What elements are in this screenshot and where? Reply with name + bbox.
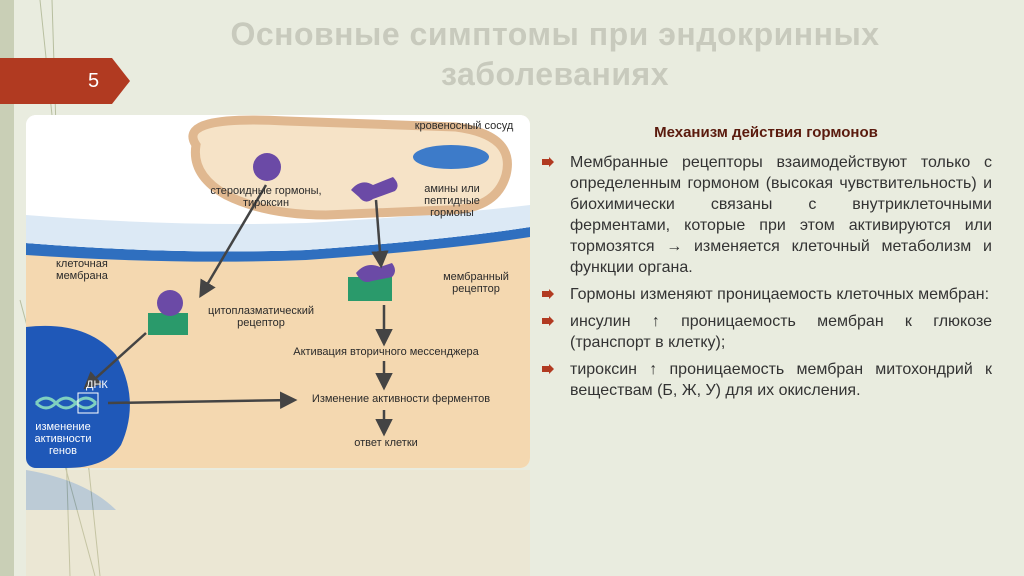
label-steroid-hormones: стероидные гормоны, тироксин (210, 185, 322, 209)
bullet-list: Мембранные рецепторы взаимодействуют тол… (542, 152, 992, 407)
bullet-text: Гормоны изменяют проницаемость клеточных… (570, 286, 990, 303)
bullet-text: тироксин ↑ проницаемость мембран митохон… (570, 361, 992, 399)
arrow-bullet-icon (542, 316, 554, 326)
label-blood-vessel: кровеносный сосуд (414, 120, 514, 132)
label-membrane-receptor: мембранный рецептор (443, 271, 509, 295)
arrow-bullet-icon (542, 289, 554, 299)
bullet-item: инсулин ↑ проницаемость мембран к глюкоз… (542, 311, 992, 353)
steroid-hormone-shape (253, 153, 281, 181)
bullet-text: инсулин ↑ проницаемость мембран к глюкоз… (570, 313, 992, 351)
slide-title: Основные симптомы при эндокринных заболе… (150, 14, 960, 94)
bullet-item: Мембранные рецепторы взаимодействуют тол… (542, 152, 992, 278)
label-cell-membrane: клеточная мембрана (56, 258, 108, 282)
hormone-mechanism-diagram: кровеносный сосуд стероидные гормоны, ти… (26, 115, 530, 468)
title-line-2: заболеваниях (440, 56, 669, 92)
title-line-1: Основные симптомы при эндокринных (230, 16, 880, 52)
slide-number: 5 (88, 70, 100, 92)
arrow-bullet-icon (542, 157, 554, 167)
blood-vessel (188, 115, 512, 220)
diagram-reflection (26, 470, 530, 576)
diagram-art (26, 115, 530, 468)
label-dna: ДНК (86, 379, 108, 391)
bullet-item: Гормоны изменяют проницаемость клеточных… (542, 284, 992, 305)
arrow-bullet-icon (542, 364, 554, 374)
vessel-cell (413, 145, 489, 169)
bullet-text: Мембранные рецепторы взаимодействуют тол… (570, 154, 992, 276)
label-cell-response: ответ клетки (354, 437, 418, 449)
bullet-item: тироксин ↑ проницаемость мембран митохон… (542, 359, 992, 401)
dna-helix (34, 396, 98, 410)
peptide-hormone-shape (351, 177, 398, 202)
label-cytoplasmic-receptor: цитоплазматический рецептор (208, 305, 314, 329)
cytoplasm (26, 233, 530, 468)
label-second-messenger: Активация вторичного мессенджера (293, 346, 479, 358)
cytoplasmic-receptor-shape (148, 313, 188, 335)
label-enzyme-activity: Изменение активности ферментов (311, 393, 491, 405)
left-decor-strip (0, 0, 14, 576)
panel-title: Механизм действия гормонов (654, 124, 878, 141)
cell-membrane (26, 227, 530, 262)
label-gene-activity: изменение активности генов (34, 421, 92, 457)
slide-number-flag (0, 58, 130, 104)
label-peptide-hormones: амины или пептидные гормоны (424, 183, 480, 219)
